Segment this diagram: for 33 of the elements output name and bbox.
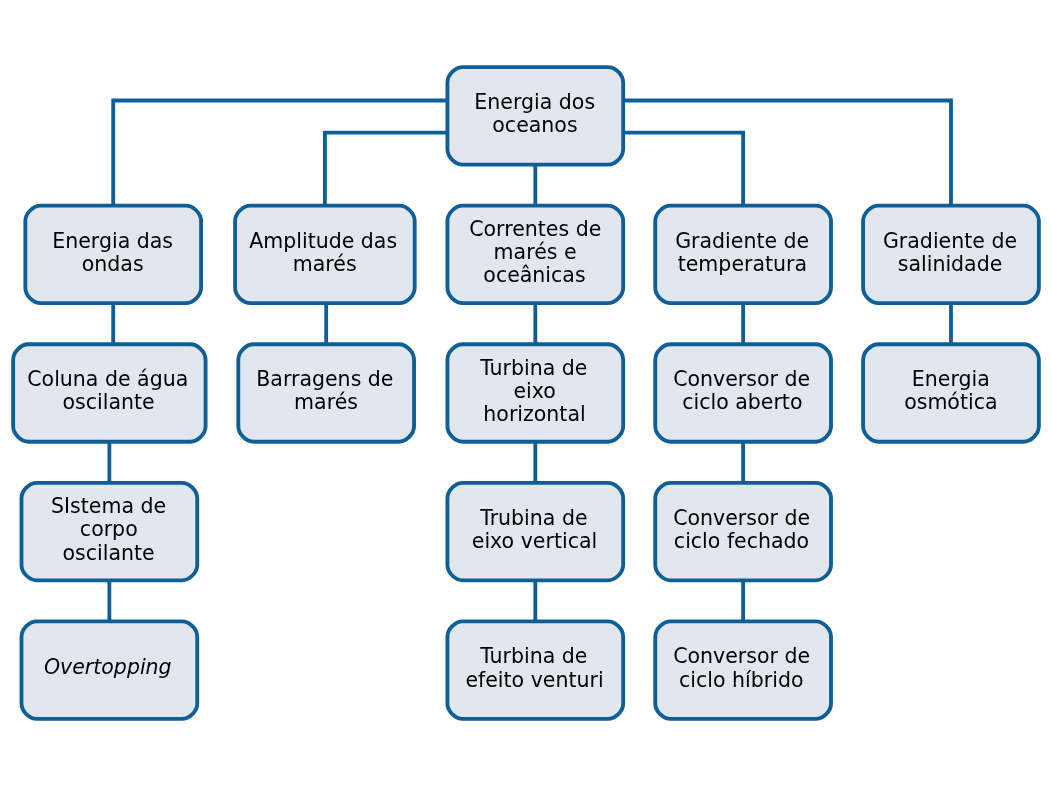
node-box: Energia das ondas — [23, 203, 203, 306]
connector — [533, 580, 538, 622]
connector — [741, 441, 746, 483]
connector — [949, 303, 953, 345]
connector — [322, 130, 448, 206]
node-box: Amplitude das marés — [233, 203, 417, 306]
connector — [533, 441, 538, 483]
node-box: Conversor de ciclo fechado — [653, 480, 833, 583]
node-box: Turbina de eixo horizontal — [445, 342, 626, 444]
node-box: Turbina de efeito venturi — [445, 619, 626, 721]
node-box: Trubina de eixo vertical — [445, 480, 626, 583]
connector — [623, 98, 953, 206]
node-box: Conversor de ciclo aberto — [653, 342, 833, 444]
node-box: Correntes de marés e oceânicas — [445, 203, 626, 306]
node-box: Coluna de água oscilante — [11, 342, 208, 444]
node-box: Conversor de ciclo híbrido — [653, 619, 833, 721]
connector — [623, 130, 746, 206]
connector — [111, 98, 448, 206]
connector — [741, 580, 746, 622]
node-box: Gradiente de salinidade — [861, 203, 1041, 306]
connector — [111, 303, 116, 345]
connector — [533, 303, 538, 345]
connector — [107, 580, 112, 622]
node-box: Barragens de marés — [236, 342, 416, 444]
node-box: Gradiente de temperatura — [653, 203, 833, 306]
node-box: Overtopping — [19, 619, 200, 721]
connector — [741, 303, 746, 345]
node-box: Energia dos oceanos — [445, 65, 626, 167]
node-box: SIstema de corpo oscilante — [19, 480, 200, 583]
node-box: Energia osmótica — [861, 342, 1041, 444]
connector — [533, 164, 538, 206]
connector — [324, 303, 329, 345]
connector — [107, 441, 112, 483]
